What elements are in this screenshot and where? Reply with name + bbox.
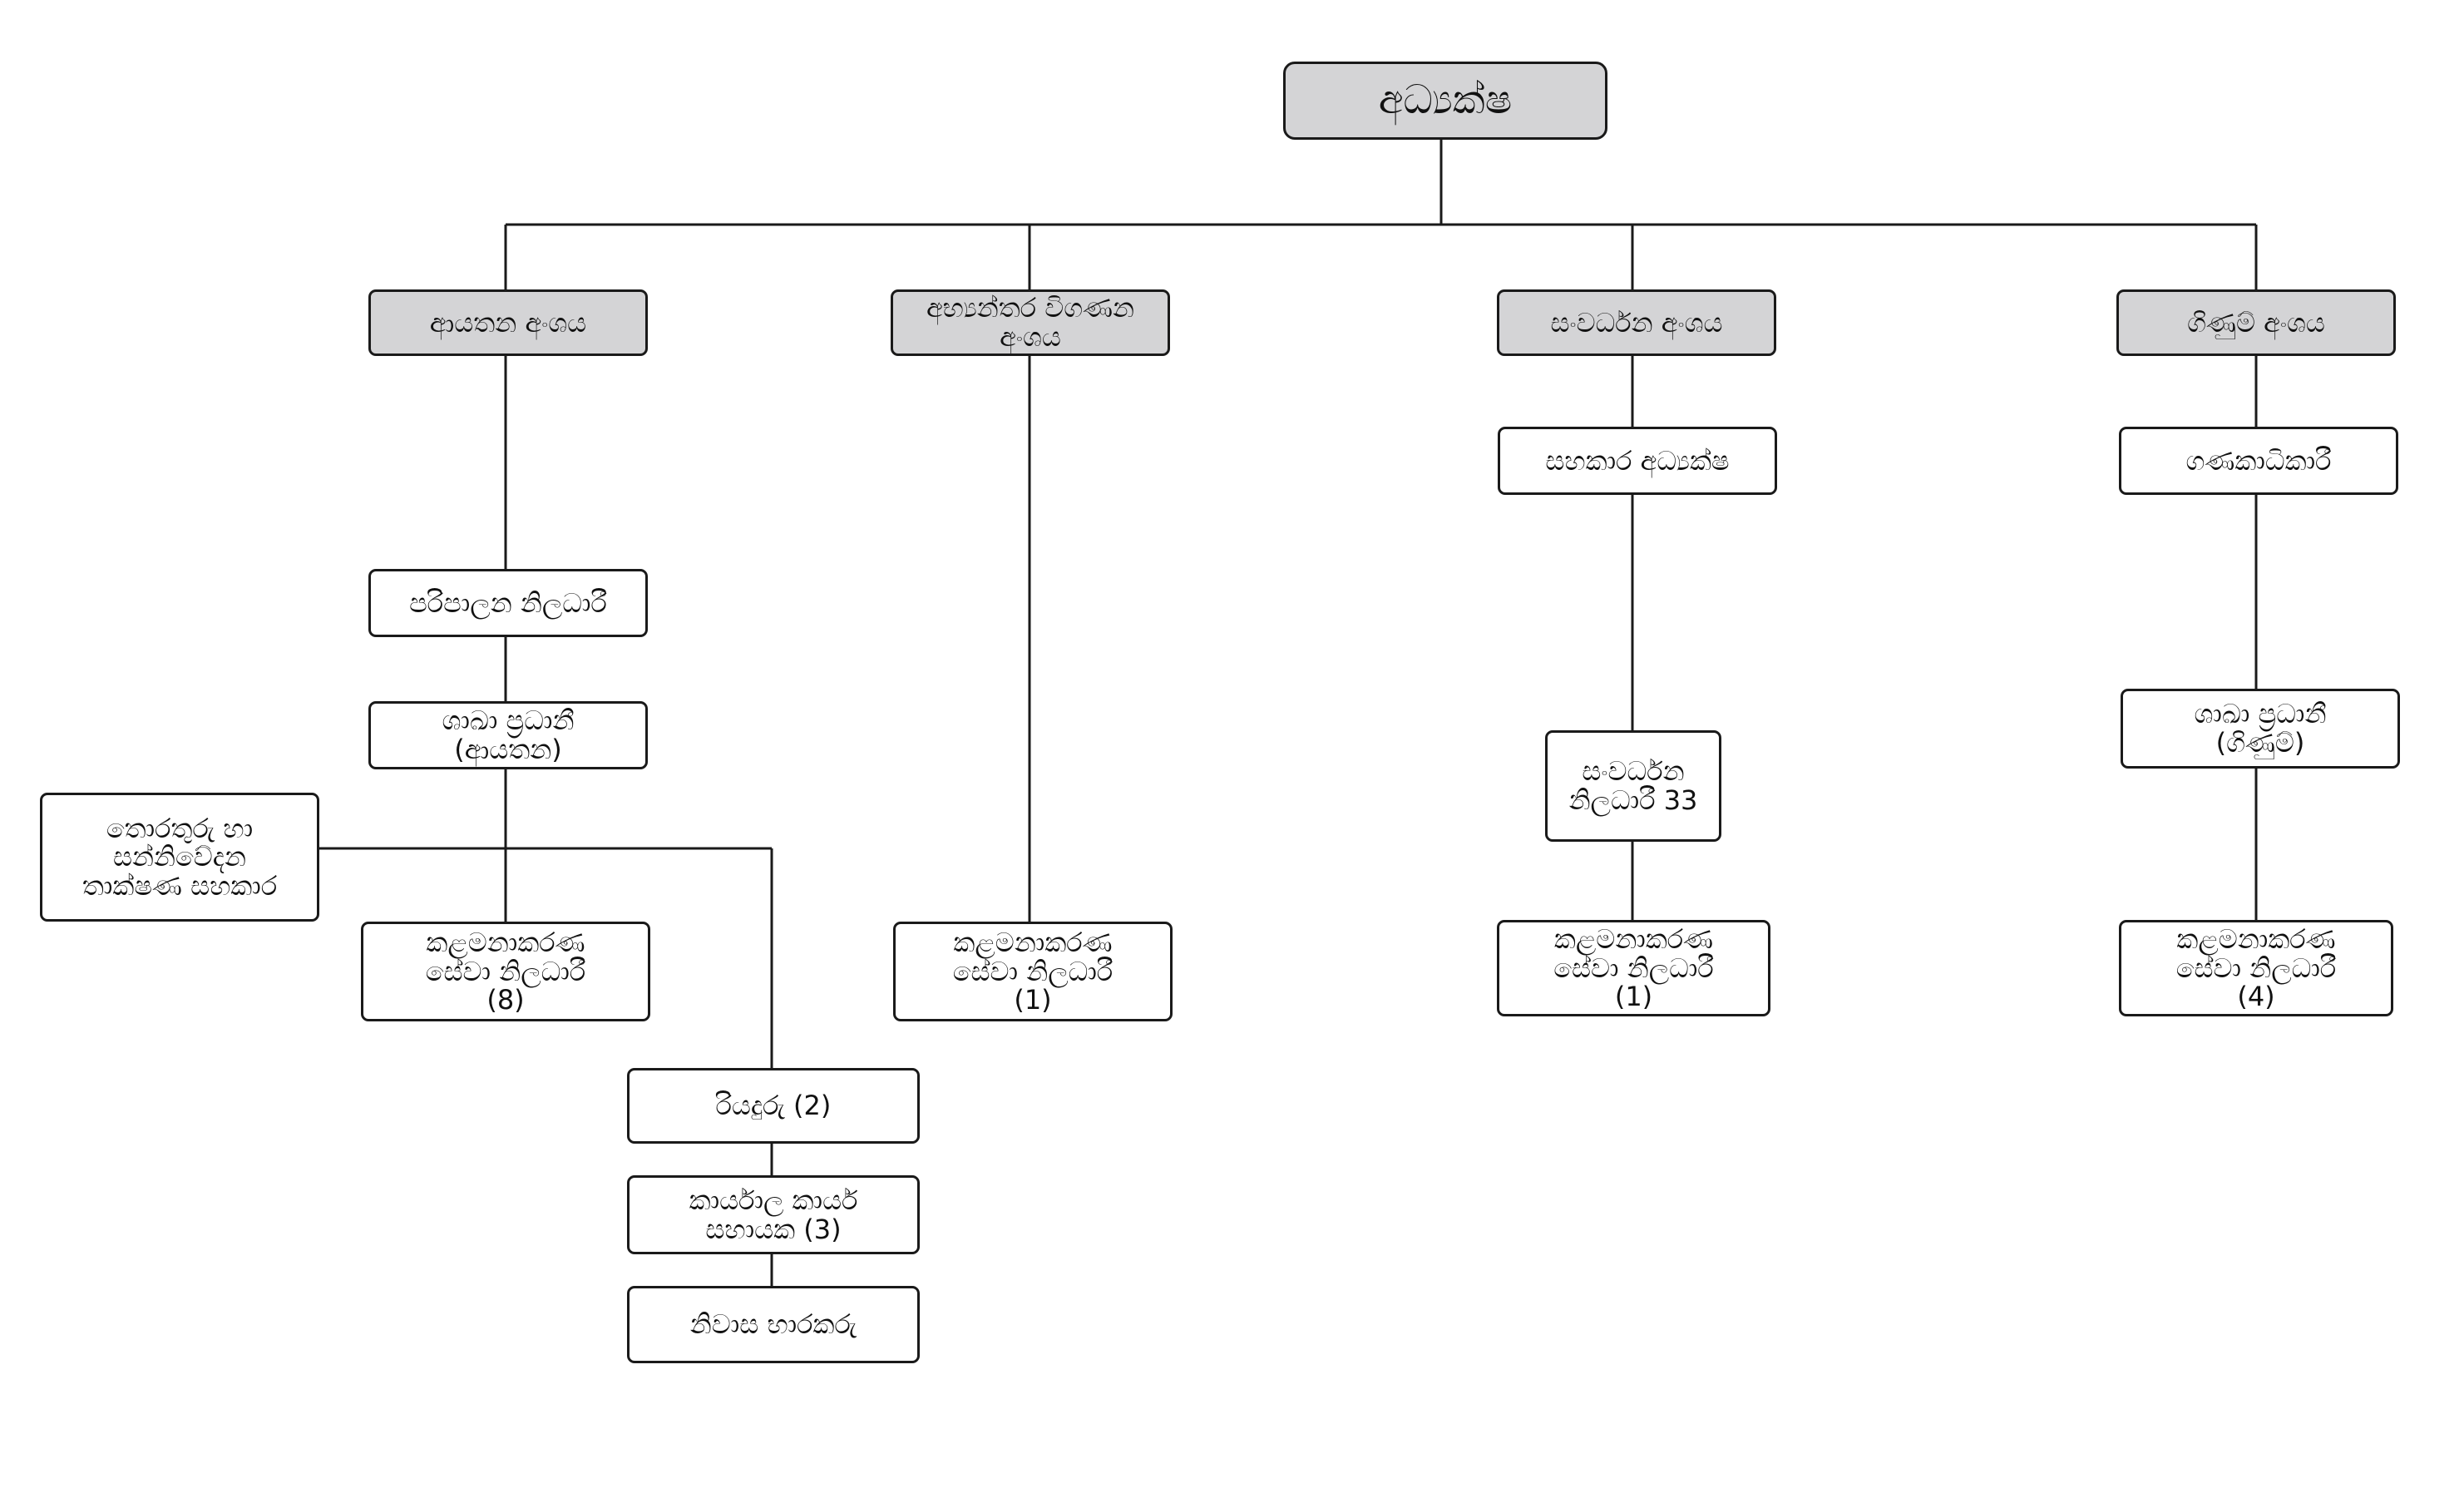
drivers-box: රියදුරු (2)	[627, 1068, 920, 1144]
caretaker-label: නිවාස භාරකරු	[689, 1308, 857, 1341]
accountant-label: ගණකාධිකාරී	[2185, 444, 2332, 477]
assistant-director-box: සහකාර අධ්‍යක්ෂ	[1498, 427, 1777, 495]
dev-officers-box: සංවර්ධන නිලධාරී 33	[1545, 730, 1721, 842]
dev-officers-label: සංවර්ධන නිලධාරී 33	[1568, 755, 1698, 816]
accounts-mgmt-officer-label: කළමනාකරණ සේවා නිලධාරී (4)	[2175, 923, 2337, 1013]
assistant-director-label: සහකාර අධ්‍යක්ෂ	[1545, 444, 1730, 477]
accounts-division-label: ගිණුම් අංශය	[2187, 306, 2325, 339]
accounts-branch-head-label: ශාඛා ප්‍රධානී (ගිණුම්)	[2194, 698, 2327, 759]
admin-mgmt-officer-box: කළමනාකරණ සේවා නිලධාරී (8)	[361, 922, 650, 1021]
caretaker-box: නිවාස භාරකරු	[627, 1286, 920, 1363]
admin-officer-box: පරිපාලන නිලධාරී	[368, 569, 648, 637]
development-division-header: සංවර්ධන අංශය	[1497, 289, 1776, 356]
admin-officer-label: පරිපාලන නිලධාරී	[409, 586, 607, 619]
office-assistant-box: කාර්යාල කාර්ය සහායක (3)	[627, 1175, 920, 1254]
audit-mgmt-officer-label: කළමනාකරණ සේවා නිලධාරී (1)	[952, 927, 1113, 1016]
development-division-label: සංවර්ධන අංශය	[1550, 306, 1723, 339]
drivers-label: රියදුරු (2)	[715, 1090, 832, 1122]
admin-branch-head-label: ශාඛා ප්‍රධානී (ආයතන)	[442, 705, 575, 765]
audit-division-label: අභ්‍යන්තර විගණන අංශය	[926, 292, 1135, 353]
accounts-mgmt-officer-box: කළමනාකරණ සේවා නිලධාරී (4)	[2119, 920, 2393, 1016]
dev-mgmt-officer-box: කළමනාකරණ සේවා නිලධාරී (1)	[1497, 920, 1770, 1016]
admin-division-header: ආයතන අංශය	[368, 289, 648, 356]
director-box: අධ්‍යක්ෂ	[1283, 62, 1607, 140]
admin-division-label: ආයතන අංශය	[429, 306, 587, 339]
admin-branch-head-box: ශාඛා ප්‍රධානී (ආයතන)	[368, 701, 648, 769]
it-assistant-box: තොරතුරු හා සන්නිවේදන තාක්ෂණ සහකාර	[40, 793, 319, 922]
audit-mgmt-officer-box: කළමනාකරණ සේවා නිලධාරී (1)	[893, 922, 1173, 1021]
it-assistant-label: තොරතුරු හා සන්නිවේදන තාක්ෂණ සහකාර	[81, 812, 278, 902]
admin-mgmt-officer-label: කළමනාකරණ සේවා නිලධාරී (8)	[425, 927, 586, 1016]
audit-division-header: අභ්‍යන්තර විගණන අංශය	[891, 289, 1170, 356]
accountant-box: ගණකාධිකාරී	[2119, 427, 2398, 495]
dev-mgmt-officer-label: කළමනාකරණ සේවා නිලධාරී (1)	[1553, 923, 1714, 1013]
accounts-division-header: ගිණුම් අංශය	[2116, 289, 2396, 356]
office-assistant-label: කාර්යාල කාර්ය සහායක (3)	[689, 1184, 858, 1245]
director-label: අධ්‍යක්ෂ	[1378, 77, 1513, 124]
accounts-branch-head-box: ශාඛා ප්‍රධානී (ගිණුම්)	[2121, 689, 2400, 769]
